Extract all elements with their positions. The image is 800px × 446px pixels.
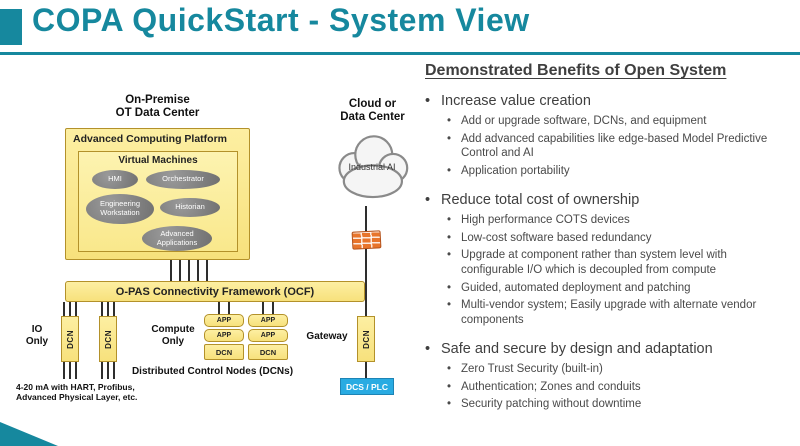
- benefit-group-title: Safe and secure by design and adaptation: [425, 341, 787, 357]
- benefit-item: Security patching without downtime: [425, 397, 787, 412]
- benefit-item: Add advanced capabilities like edge-base…: [425, 132, 787, 161]
- connector-line: [206, 260, 208, 281]
- vm-node-orchestrator: Orchestrator: [146, 170, 220, 189]
- io-only-label: IO Only: [25, 324, 49, 347]
- dcn-node-io-2: DCN: [99, 316, 117, 362]
- benefit-item: Guided, automated deployment and patchin…: [425, 281, 787, 296]
- vm-node-hmi: HMI: [92, 170, 138, 189]
- connector-line: [170, 260, 172, 281]
- benefit-group-increase-value: Increase value creation Add or upgrade s…: [425, 93, 787, 179]
- dcn-node-compute-2: DCN: [248, 344, 288, 360]
- benefit-item: Application portability: [425, 164, 787, 179]
- dcn-node-io-1: DCN: [61, 316, 79, 362]
- connector-line: [197, 260, 199, 281]
- app-node: APP: [248, 329, 288, 342]
- benefit-group-safe-secure: Safe and secure by design and adaptation…: [425, 341, 787, 412]
- connector-line: [107, 362, 109, 379]
- dcn-node-compute-1: DCN: [204, 344, 244, 360]
- benefit-item: Upgrade at component rather than system …: [425, 248, 787, 277]
- connector-line: [188, 260, 190, 281]
- onprem-label: On-Premise OT Data Center: [115, 94, 200, 120]
- vm-title: Virtual Machines: [118, 155, 198, 166]
- connector-line: [69, 362, 71, 379]
- connector-line: [101, 302, 103, 316]
- compute-only-label: Compute Only: [151, 324, 195, 347]
- vm-node-historian: Historian: [160, 198, 220, 217]
- connector-line: [365, 249, 367, 316]
- connector-line: [101, 362, 103, 379]
- benefit-item: Add or upgrade software, DCNs, and equip…: [425, 114, 787, 129]
- connector-line: [75, 362, 77, 379]
- connector-line: [228, 302, 230, 316]
- firewall-icon: [351, 230, 382, 250]
- connector-line: [262, 302, 264, 316]
- hart-note: 4-20 mA with HART, Profibus, Advanced Ph…: [16, 382, 138, 402]
- connector-line: [272, 302, 274, 316]
- connector-line: [63, 302, 65, 316]
- connector-line: [69, 302, 71, 316]
- gateway-label: Gateway: [306, 331, 348, 342]
- cloud-text: Industrial AI: [348, 162, 396, 172]
- connector-line: [365, 206, 367, 231]
- benefit-group-reduce-cost: Reduce total cost of ownership High perf…: [425, 192, 787, 328]
- connector-line: [63, 362, 65, 379]
- vm-node-advanced-applications: Advanced Applications: [142, 226, 212, 251]
- connector-line: [113, 302, 115, 316]
- connector-line: [75, 302, 77, 316]
- slide-accent-block: [0, 9, 22, 45]
- dcn-node-gateway: DCN: [357, 316, 375, 362]
- connector-line: [107, 302, 109, 316]
- connector-line: [365, 362, 367, 378]
- benefit-group-title: Increase value creation: [425, 93, 787, 109]
- connector-line: [218, 302, 220, 316]
- platform-title: Advanced Computing Platform: [73, 133, 228, 145]
- benefits-panel: Demonstrated Benefits of Open System Inc…: [425, 62, 787, 415]
- dcs-plc-box: DCS / PLC: [340, 378, 394, 395]
- benefit-group-title: Reduce total cost of ownership: [425, 192, 787, 208]
- benefit-item: Low-cost software based redundancy: [425, 231, 787, 246]
- benefit-item: High performance COTS devices: [425, 213, 787, 228]
- app-node: APP: [248, 314, 288, 327]
- app-node: APP: [204, 314, 244, 327]
- title-divider: [0, 52, 800, 55]
- benefit-item: Multi-vendor system; Easily upgrade with…: [425, 298, 787, 327]
- benefits-heading: Demonstrated Benefits of Open System: [425, 62, 727, 79]
- vm-node-engineering-workstation: Engineering Workstation: [86, 194, 154, 224]
- app-node: APP: [204, 329, 244, 342]
- connector-line: [179, 260, 181, 281]
- cloud-icon: [338, 135, 409, 199]
- connector-line: [113, 362, 115, 379]
- corner-decoration: [0, 422, 58, 446]
- benefit-item: Authentication; Zones and conduits: [425, 380, 787, 395]
- dcns-label: Distributed Control Nodes (DCNs): [131, 366, 294, 377]
- benefit-item: Zero Trust Security (built-in): [425, 362, 787, 377]
- cloud-label: Cloud or Data Center: [340, 98, 405, 124]
- ocf-bar: O-PAS Connectivity Framework (OCF): [65, 281, 365, 302]
- page-title: COPA QuickStart - System View: [32, 2, 530, 38]
